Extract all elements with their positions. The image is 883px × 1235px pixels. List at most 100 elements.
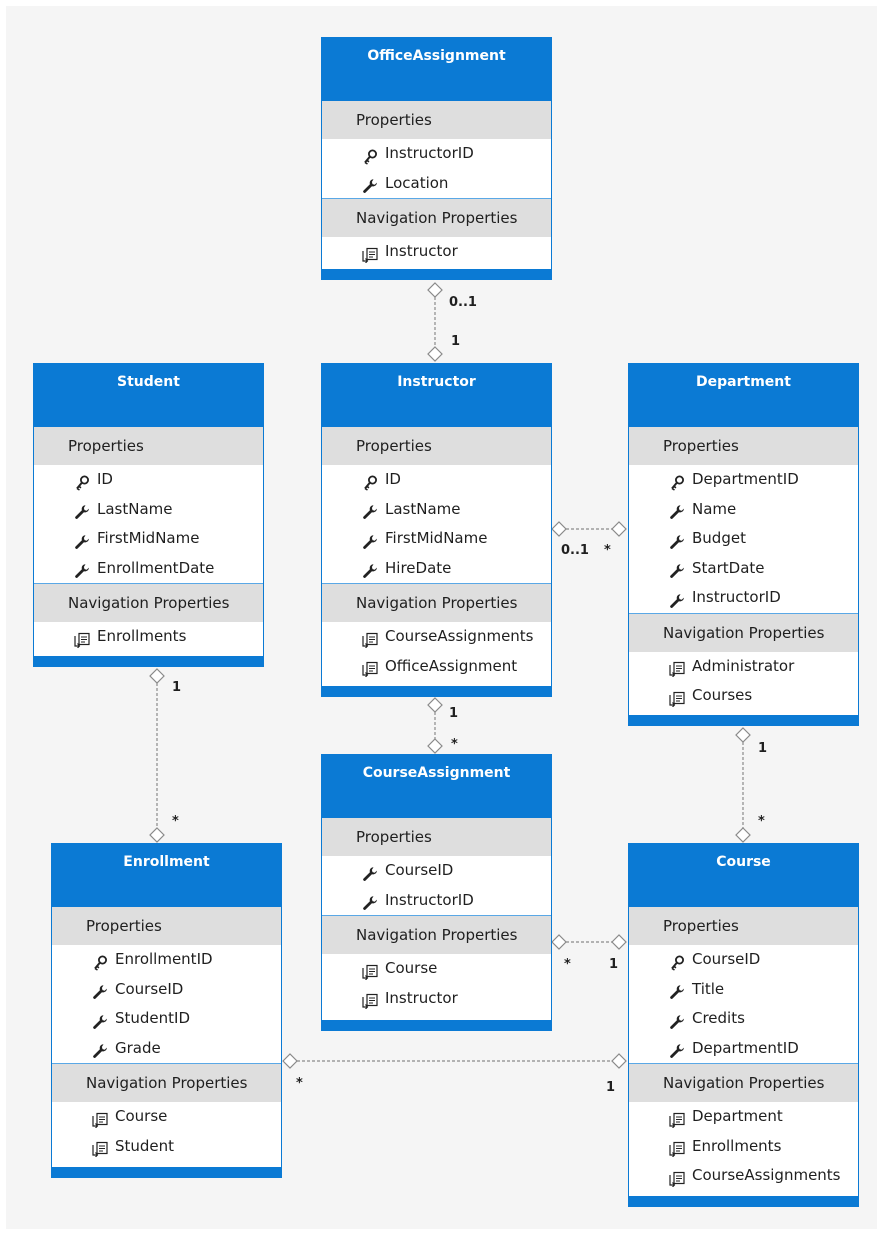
navigation-property-icon	[362, 961, 378, 981]
property-row[interactable]: Location	[322, 169, 551, 199]
property-row[interactable]: CourseID	[52, 975, 281, 1005]
property-row[interactable]: DepartmentID	[629, 465, 858, 495]
navigation-section-header[interactable]: Navigation Properties	[322, 583, 551, 622]
wrench-icon	[362, 501, 378, 520]
property-name: Budget	[692, 529, 746, 547]
property-name: InstructorID	[692, 588, 781, 606]
property-row[interactable]: ID	[34, 465, 263, 495]
navigation-section-header[interactable]: Navigation Properties	[322, 915, 551, 954]
property-row[interactable]: StartDate	[629, 554, 858, 584]
properties-section-header[interactable]: Properties	[322, 427, 551, 465]
navigation-section-header[interactable]: Navigation Properties	[34, 583, 263, 622]
navigation-property-row[interactable]: CourseAssignments	[322, 622, 551, 652]
property-row[interactable]: LastName	[34, 495, 263, 525]
wrench-icon	[362, 892, 378, 911]
wrench-icon	[362, 531, 378, 549]
property-row[interactable]: FirstMidName	[34, 524, 263, 554]
properties-section-header[interactable]: Properties	[52, 907, 281, 945]
navigation-section-header[interactable]: Navigation Properties	[629, 1063, 858, 1102]
property-row[interactable]: DepartmentID	[629, 1034, 858, 1064]
property-row[interactable]: Grade	[52, 1034, 281, 1064]
navigation-section-header[interactable]: Navigation Properties	[629, 612, 858, 652]
navigation-property-row[interactable]: OfficeAssignment	[322, 652, 551, 682]
key-icon	[74, 472, 90, 491]
navigation-property-row[interactable]: Administrator	[629, 652, 858, 682]
mult-instructor-end: 1	[451, 334, 461, 349]
wrench-icon	[74, 560, 90, 579]
property-name: ID	[97, 470, 113, 488]
mult-enrollment-end: *	[172, 814, 179, 829]
navigation-section-header[interactable]: Navigation Properties	[322, 198, 551, 237]
navigation-property-row[interactable]: Course	[322, 954, 551, 984]
entity-title: Department	[629, 364, 858, 427]
diamond-courseassignment-right	[551, 934, 567, 950]
property-row[interactable]: CourseID	[322, 856, 551, 886]
navigation-property-icon	[92, 1138, 108, 1158]
property-row[interactable]: Credits	[629, 1004, 858, 1034]
property-name: DepartmentID	[692, 470, 799, 488]
diamond-department-bottom	[735, 727, 751, 743]
mult-department-course: 1	[758, 741, 768, 756]
navigation-section-header[interactable]: Navigation Properties	[52, 1063, 281, 1102]
property-row[interactable]: HireDate	[322, 554, 551, 584]
wrench-icon	[669, 981, 685, 1000]
properties-section-header[interactable]: Properties	[34, 427, 263, 465]
property-name: Title	[692, 979, 725, 998]
entity-title: Enrollment	[52, 844, 281, 907]
property-name: CourseID	[692, 950, 761, 968]
navigation-property-row[interactable]: Enrollments	[34, 622, 263, 652]
properties-section-header[interactable]: Properties	[322, 818, 551, 856]
property-row[interactable]: EnrollmentDate	[34, 554, 263, 584]
navigation-property-icon	[362, 990, 378, 1010]
property-name: ID	[385, 470, 401, 488]
property-row[interactable]: FirstMidName	[322, 524, 551, 554]
entity-title: Instructor	[322, 364, 551, 427]
wrench-icon	[669, 501, 685, 520]
property-row[interactable]: CourseID	[629, 945, 858, 975]
navigation-property-row[interactable]: Course	[52, 1102, 281, 1132]
property-row[interactable]: LastName	[322, 495, 551, 525]
mult-ca-course: *	[564, 957, 571, 972]
navigation-property-row[interactable]: CourseAssignments	[629, 1161, 858, 1191]
property-row[interactable]: StudentID	[52, 1004, 281, 1034]
navigation-property-name: CourseAssignments	[385, 627, 534, 645]
wrench-icon	[92, 1011, 108, 1029]
property-row[interactable]: InstructorID	[322, 139, 551, 169]
properties-section-header[interactable]: Properties	[629, 907, 858, 945]
navigation-property-row[interactable]: Department	[629, 1102, 858, 1132]
properties-section-header[interactable]: Properties	[629, 427, 858, 465]
navigation-property-row[interactable]: Instructor	[322, 237, 551, 267]
properties-section-header[interactable]: Properties	[322, 101, 551, 139]
diamond-course-top	[735, 827, 751, 843]
wrench-icon	[669, 531, 685, 549]
navigation-property-icon	[669, 1109, 685, 1129]
navigation-property-row[interactable]: Student	[52, 1132, 281, 1162]
navigation-property-row[interactable]: Enrollments	[629, 1132, 858, 1162]
navigation-property-row[interactable]: Courses	[629, 681, 858, 711]
property-row[interactable]: Title	[629, 975, 858, 1005]
wrench-icon	[669, 1040, 685, 1059]
diamond-office-end	[427, 282, 443, 298]
wrench-icon	[669, 1011, 685, 1029]
property-row[interactable]: InstructorID	[629, 583, 858, 613]
navigation-property-row[interactable]: Instructor	[322, 984, 551, 1014]
property-row[interactable]: Name	[629, 495, 858, 525]
property-row[interactable]: Budget	[629, 524, 858, 554]
entity-footer-bar	[629, 1196, 858, 1206]
property-row[interactable]: InstructorID	[322, 886, 551, 916]
wrench-icon	[92, 1040, 108, 1059]
property-name: Name	[692, 499, 737, 518]
property-row[interactable]: ID	[322, 465, 551, 495]
property-row[interactable]: EnrollmentID	[52, 945, 281, 975]
mult-course-enrollment-end: 1	[606, 1080, 616, 1095]
navigation-property-icon	[669, 688, 685, 708]
key-icon	[362, 146, 378, 165]
